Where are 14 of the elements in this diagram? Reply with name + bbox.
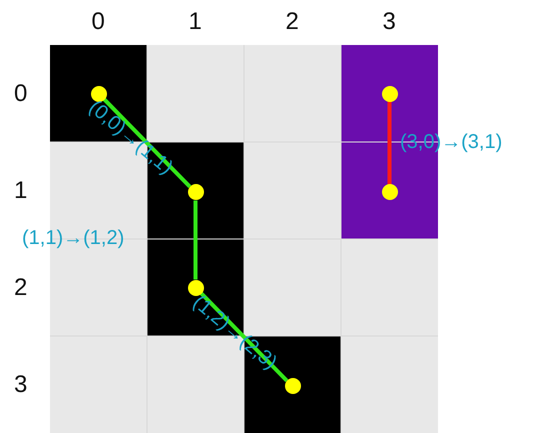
column-number: 0: [92, 10, 105, 34]
connector-line: [200, 292, 288, 382]
connector-line: [388, 102, 392, 184]
row-number: 3: [14, 372, 28, 396]
row-number: 2: [14, 276, 28, 300]
row-number: 0: [14, 82, 28, 106]
row-number: 1: [14, 178, 28, 202]
edge-label: (1,1)→(1,2): [22, 228, 124, 248]
column-number: 3: [382, 10, 396, 34]
column-number: 1: [188, 10, 202, 34]
connector-line: [194, 200, 198, 280]
edge-label: (3,0)→(3,1): [400, 132, 502, 152]
column-number: 2: [286, 10, 299, 34]
connector-line: [102, 98, 192, 188]
